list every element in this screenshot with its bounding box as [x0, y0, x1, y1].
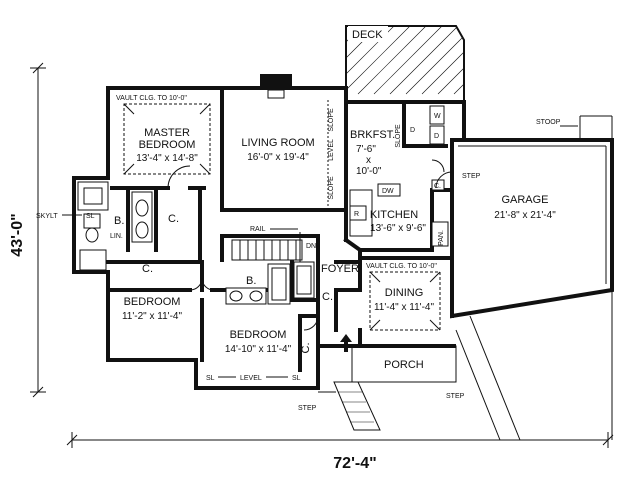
- bedroom3-name: BEDROOM: [230, 329, 287, 341]
- down-label: DN: [306, 243, 316, 250]
- kitchen-dimensions: 13'-6" x 9'-6": [370, 223, 426, 234]
- brkfst-x: x: [366, 155, 371, 166]
- entry-arrow: [340, 334, 352, 352]
- level-bed-label: LEVEL: [240, 375, 262, 382]
- brkfst-dim2: 10'-0": [356, 166, 382, 177]
- bedroom2-name: BEDROOM: [124, 296, 181, 308]
- kitchen-fixtures: [349, 105, 449, 247]
- porch-label: PORCH: [384, 359, 424, 371]
- interior-walls: [106, 86, 454, 372]
- skylight-label: SKYLT: [36, 213, 58, 220]
- bed2-closet-label: C.: [142, 263, 153, 275]
- sl-label: SL: [86, 213, 95, 220]
- master-bedroom-line2: BEDROOM: [139, 139, 196, 151]
- step-porch-label: STEP: [446, 393, 465, 400]
- door-swings: [167, 159, 453, 331]
- master-vault-box: [123, 103, 211, 175]
- master-vault-label: VAULT CLG. TO 10'-0": [116, 95, 187, 102]
- deck: DECK: [345, 25, 465, 103]
- pantry-label: PAN.: [438, 230, 445, 246]
- kitchen-name: KITCHEN: [370, 209, 418, 221]
- garage: STOOP GARAGE 21'-8" x 21'-4": [450, 115, 614, 319]
- level-living-label: LEVEL: [328, 139, 335, 161]
- bedroom2-dimensions: 11'-2" x 11'-4": [122, 311, 182, 322]
- master-bedroom-line1: MASTER: [144, 127, 190, 139]
- master-bath-label: B.: [114, 215, 124, 227]
- garage-name: GARAGE: [501, 194, 548, 206]
- bedroom3-closet-label: C.: [300, 343, 312, 354]
- dining-vault-box: [369, 271, 441, 331]
- foyer-closet-label: C.: [322, 291, 333, 303]
- linen-label: LIN.: [110, 233, 123, 240]
- brkfst-name: BRKFST.: [350, 129, 395, 141]
- bedroom3-dimensions: 14'-10" x 11'-4": [225, 344, 292, 355]
- dishwasher-label: DW: [382, 188, 394, 195]
- hall-bath-fixtures: [225, 261, 315, 305]
- kitchen-closet-label: C.: [434, 183, 441, 190]
- slope-top-label: SLOPE: [328, 108, 335, 132]
- slope-bottom-label: SLOPE: [328, 176, 335, 200]
- dining-name: DINING: [385, 287, 424, 299]
- dining-dimensions: 11'-4" x 11'-4": [374, 302, 434, 313]
- width-dimension-label: 72'-4": [333, 455, 376, 472]
- dryer-label: D: [434, 133, 439, 140]
- stoop-label: STOOP: [536, 119, 561, 126]
- sl-right-label: SL: [292, 375, 301, 382]
- fireplace: [262, 76, 290, 99]
- garage-dimensions: 21'-8" x 21'-4": [494, 210, 556, 221]
- refrigerator-label: R: [354, 211, 359, 218]
- depth-dimension-label: 43'-0": [9, 213, 26, 256]
- living-room-name: LIVING ROOM: [241, 137, 314, 149]
- master-bedroom-dimensions: 13'-4" x 14'-8": [136, 153, 198, 164]
- driveway: [455, 290, 613, 441]
- dryer-side-label: D: [410, 127, 415, 134]
- foyer-label: FOYER: [321, 263, 359, 275]
- rail-label: RAIL: [250, 226, 266, 233]
- sl-left-label: SL: [206, 375, 215, 382]
- hall-bath-label: B.: [246, 275, 256, 287]
- brkfst-dim1: 7'-6": [356, 144, 376, 155]
- step-garage-label: STEP: [462, 173, 481, 180]
- master-bath-fixtures: [77, 181, 153, 271]
- stairs: [231, 232, 303, 262]
- overall-width-dimension: 72'-4": [66, 432, 614, 472]
- porch: [318, 345, 457, 431]
- dining-vault-label: VAULT CLG. TO 10'-0": [366, 263, 437, 270]
- slope-brk-label: SLOPE: [395, 124, 402, 148]
- washer-label: W: [434, 113, 441, 120]
- deck-label: DECK: [352, 29, 383, 41]
- step-front-label: STEP: [298, 405, 317, 412]
- overall-depth-dimension: 43'-0": [9, 62, 46, 398]
- master-closet-label: C.: [168, 213, 179, 225]
- living-room-dimensions: 16'-0" x 19'-4": [247, 152, 309, 163]
